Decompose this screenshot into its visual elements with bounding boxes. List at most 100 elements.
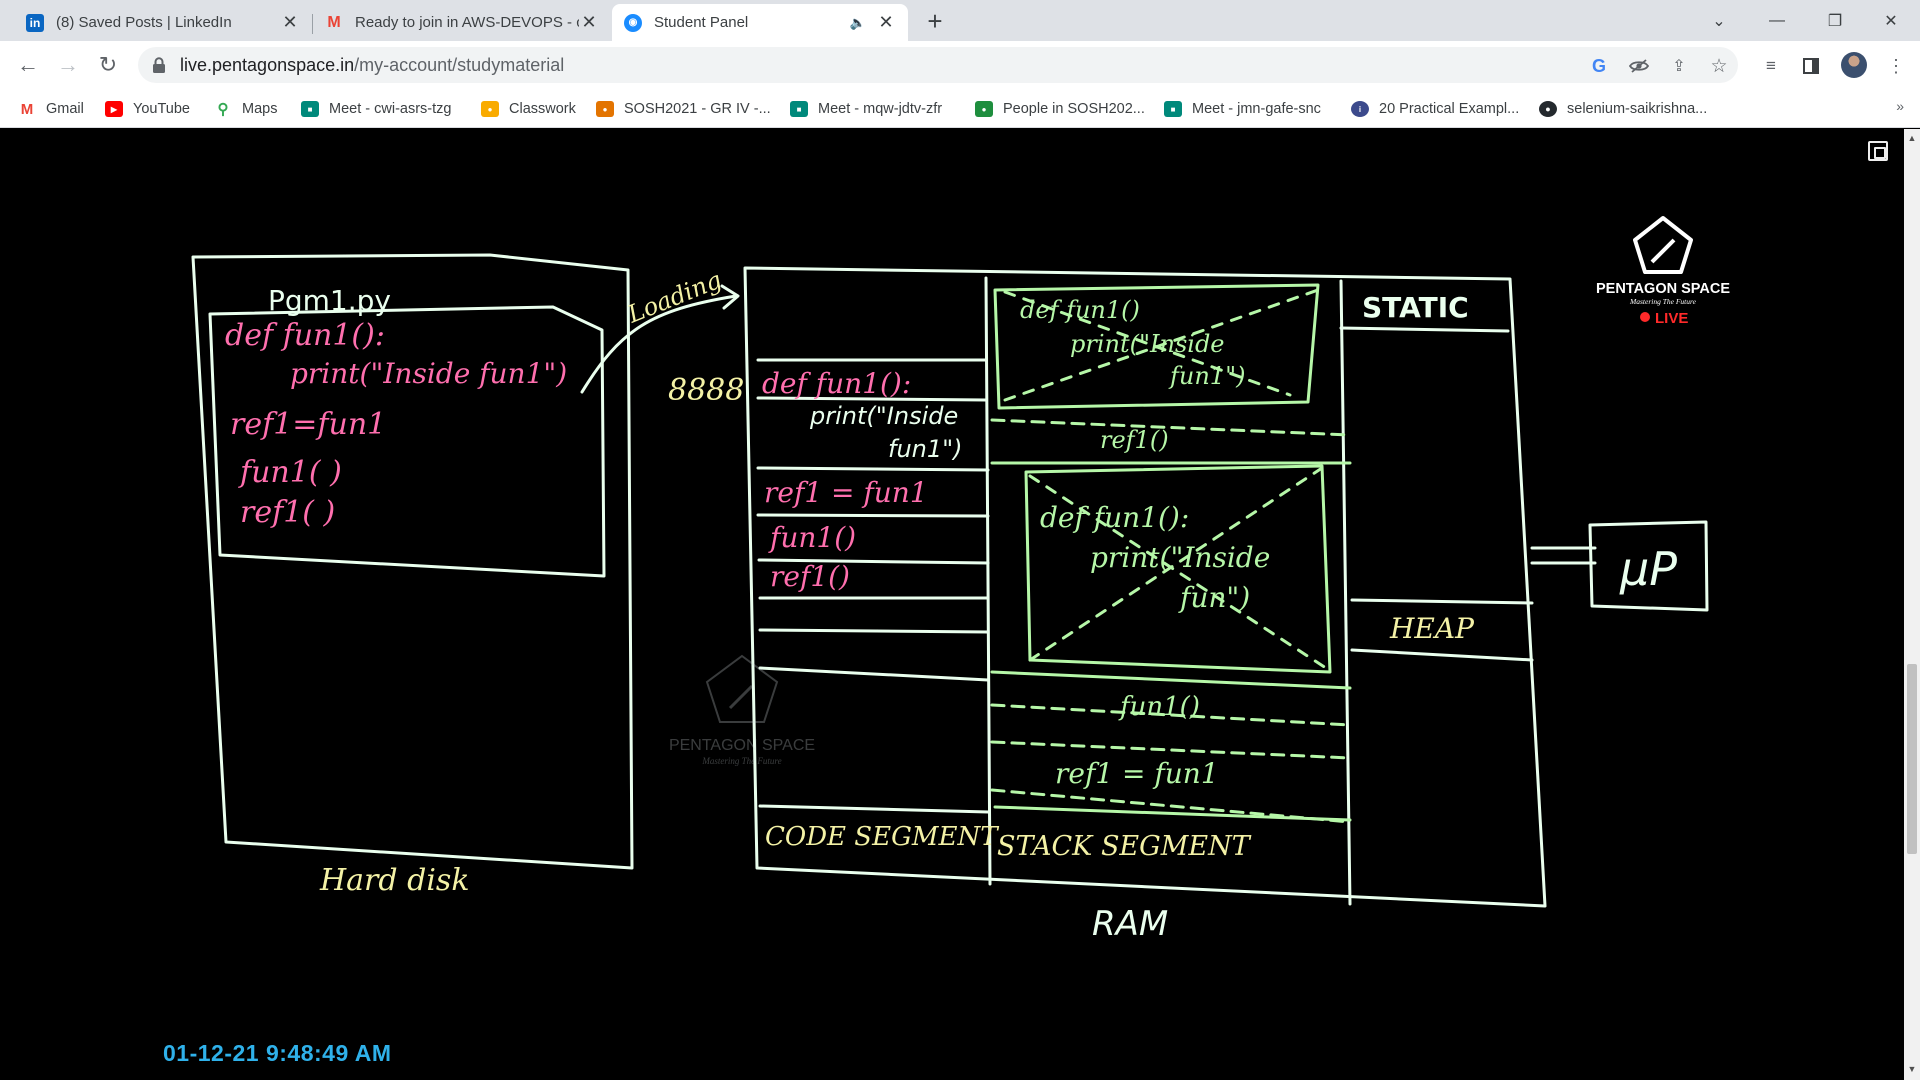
pentagon-space-icon: ◉ bbox=[624, 13, 642, 32]
forward-button[interactable]: → bbox=[57, 52, 79, 77]
site-icon: i bbox=[1351, 101, 1369, 117]
url-path: /my-account/studymaterial bbox=[354, 54, 565, 75]
hard-disk-box bbox=[191, 253, 634, 870]
bookmark-meet-2[interactable]: ■Meet - mqw-jdtv-zfr bbox=[790, 98, 942, 120]
bookmark-label: Meet - jmn-gafe-snc bbox=[1192, 101, 1321, 117]
minimize-button[interactable]: — bbox=[1769, 11, 1785, 29]
bookmark-label: selenium-saikrishna... bbox=[1567, 101, 1708, 117]
stack-frame-line: fun1") bbox=[1168, 362, 1245, 390]
tab-gmail[interactable]: M Ready to join in AWS-DEVOPS - c ✕ bbox=[313, 4, 611, 41]
tab-student-panel[interactable]: ◉ Student Panel 🔈 ✕ bbox=[612, 4, 908, 41]
stack-ref-call: ref1() bbox=[1100, 426, 1169, 454]
new-tab-button[interactable]: + bbox=[927, 5, 943, 36]
classroom-icon: ● bbox=[975, 101, 993, 117]
tab-separator bbox=[312, 14, 313, 34]
youtube-icon: ▶ bbox=[105, 101, 123, 117]
program-file-box bbox=[208, 305, 606, 578]
address-bar[interactable]: live.pentagonspace.in/my-account/studyma… bbox=[138, 47, 1738, 83]
loading-arrowhead bbox=[720, 284, 740, 310]
page-scrollbar[interactable]: ▲ ▼ bbox=[1904, 129, 1920, 1080]
code-segment-line: fun1") bbox=[888, 435, 963, 463]
bookmark-star-icon[interactable]: ☆ bbox=[1710, 55, 1728, 77]
close-icon[interactable]: ✕ bbox=[581, 12, 597, 32]
bookmark-meet-1[interactable]: ■ Meet - cwi-asrs-tzg bbox=[301, 98, 451, 120]
bookmark-label: YouTube bbox=[133, 101, 190, 117]
share-icon[interactable]: ⇪ bbox=[1672, 58, 1686, 75]
close-window-button[interactable]: ✕ bbox=[1884, 12, 1898, 30]
back-button[interactable]: ← bbox=[17, 52, 39, 77]
watermark-logo: PENTAGON SPACE Mastering The Future bbox=[669, 654, 815, 766]
restore-button[interactable]: ❐ bbox=[1827, 12, 1843, 30]
code-segment-line: ref1 = fun1 bbox=[764, 476, 928, 509]
meet-icon: ■ bbox=[1164, 101, 1182, 117]
stack-frame-line: print("Inside bbox=[1090, 541, 1270, 574]
bookmark-label: Classwork bbox=[509, 101, 576, 117]
microprocessor-box bbox=[1588, 520, 1709, 612]
hard-disk-filename: Pgm1.py bbox=[268, 284, 391, 317]
fullscreen-icon[interactable] bbox=[1868, 141, 1888, 161]
reload-button[interactable]: ↻ bbox=[98, 52, 118, 77]
close-icon[interactable]: ✕ bbox=[878, 12, 894, 32]
static-label: STATIC bbox=[1362, 291, 1469, 324]
scroll-down-arrow-icon[interactable]: ▼ bbox=[1907, 1064, 1917, 1074]
loading-label: Loading bbox=[623, 266, 726, 329]
bookmark-youtube[interactable]: ▶ YouTube bbox=[105, 98, 190, 120]
lock-icon[interactable] bbox=[152, 57, 166, 73]
code-segment-line: fun1() bbox=[768, 521, 856, 554]
reading-list-icon[interactable]: ≡ bbox=[1766, 56, 1776, 75]
stack-frame-line: def fun1(): bbox=[1040, 501, 1189, 534]
logo-brand: PENTAGON SPACE bbox=[1596, 281, 1730, 297]
close-icon[interactable]: ✕ bbox=[282, 12, 298, 32]
google-translate-icon[interactable]: G bbox=[1591, 55, 1606, 76]
eye-off-icon[interactable] bbox=[1628, 56, 1650, 76]
stack-fun-call: fun1() bbox=[1118, 692, 1200, 722]
ram-label: RAM bbox=[1092, 904, 1168, 944]
url-text[interactable]: live.pentagonspace.in/my-account/studyma… bbox=[180, 55, 564, 76]
bookmark-label: Gmail bbox=[46, 101, 84, 117]
bookmark-maps[interactable]: ⚲Maps bbox=[214, 98, 278, 120]
bookmark-people-sosh[interactable]: ●People in SOSH202... bbox=[975, 98, 1145, 120]
profile-avatar[interactable] bbox=[1841, 52, 1867, 78]
scrollbar-thumb[interactable] bbox=[1907, 664, 1917, 854]
bookmark-meet-3[interactable]: ■ Meet - jmn-gafe-snc bbox=[1164, 98, 1321, 120]
watermark-brand: PENTAGON SPACE bbox=[669, 737, 815, 754]
bookmark-classwork[interactable]: ●Classwork bbox=[481, 98, 576, 120]
pentagon-space-logo: PENTAGON SPACE Mastering The Future LIVE bbox=[1596, 216, 1730, 327]
stack-frame-line: fun") bbox=[1178, 581, 1250, 614]
meet-icon: ■ bbox=[790, 101, 808, 117]
stack-assign: ref1 = fun1 bbox=[1055, 757, 1219, 790]
tab-strip: in (8) Saved Posts | LinkedIn ✕ M Ready … bbox=[0, 0, 1920, 41]
maps-icon: ⚲ bbox=[217, 101, 229, 118]
hard-disk-code-line: ref1( ) bbox=[240, 495, 335, 530]
bookmark-selenium[interactable]: ●selenium-saikrishna... bbox=[1539, 98, 1707, 120]
ram-box bbox=[743, 266, 1547, 908]
hard-disk-code-line: fun1( ) bbox=[238, 455, 342, 490]
bookmark-label: Meet - cwi-asrs-tzg bbox=[329, 101, 452, 117]
bookmarks-overflow-button[interactable]: » bbox=[1896, 98, 1904, 114]
tab-title: (8) Saved Posts | LinkedIn bbox=[56, 14, 232, 31]
side-panel-icon[interactable] bbox=[1799, 54, 1823, 78]
stack-frame-line: def fun1() bbox=[1020, 296, 1140, 324]
live-label: LIVE bbox=[1655, 310, 1688, 327]
stack-static-divider bbox=[1339, 279, 1352, 906]
stack-segment-label: STACK SEGMENT bbox=[997, 831, 1252, 862]
code-stack-divider bbox=[984, 276, 992, 886]
hard-disk-label: Hard disk bbox=[319, 863, 470, 898]
tab-search-icon[interactable]: ⌄ bbox=[1712, 12, 1726, 30]
watermark-tagline: Mastering The Future bbox=[701, 756, 781, 766]
tab-linkedin[interactable]: in (8) Saved Posts | LinkedIn ✕ bbox=[14, 4, 312, 41]
scroll-up-arrow-icon[interactable]: ▲ bbox=[1907, 133, 1917, 143]
bookmark-sosh2021[interactable]: ● SOSH2021 - GR IV -... bbox=[596, 98, 771, 120]
hard-disk-code-line: def fun1(): bbox=[225, 318, 385, 353]
linkedin-icon: in bbox=[26, 13, 44, 32]
classroom-icon: ● bbox=[596, 101, 614, 117]
video-player[interactable]: Pgm1.py def fun1(): print("Inside fun1")… bbox=[0, 129, 1904, 1080]
bookmark-label: SOSH2021 - GR IV -... bbox=[624, 101, 771, 117]
gmail-icon: M bbox=[327, 13, 341, 31]
meet-icon: ■ bbox=[301, 101, 319, 117]
menu-icon[interactable]: ⋮ bbox=[1887, 55, 1905, 76]
speaker-icon[interactable]: 🔈 bbox=[849, 14, 866, 30]
